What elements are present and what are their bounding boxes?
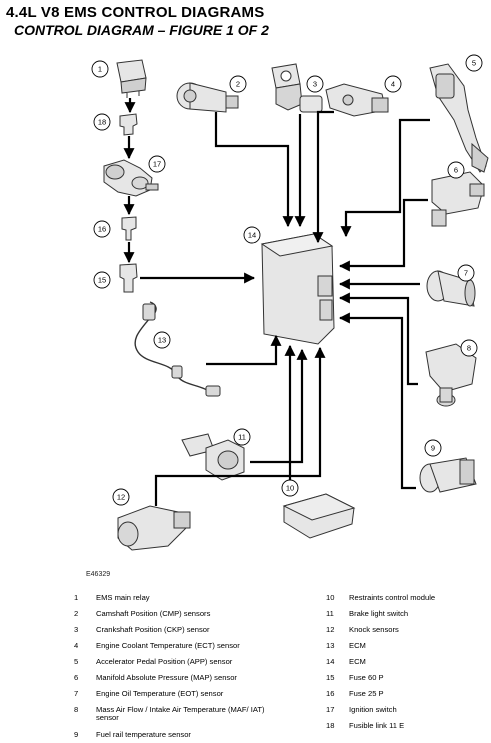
callout-16: 16 xyxy=(98,225,106,234)
callout-10: 10 xyxy=(286,484,294,493)
page-title: 4.4L V8 EMS CONTROL DIAGRAMS xyxy=(6,4,265,21)
fuse-60-drawing xyxy=(119,263,138,293)
cmp-sensor-drawing xyxy=(176,82,239,113)
callout-8: 8 xyxy=(467,344,471,353)
callout-3: 3 xyxy=(313,80,317,89)
knock-sensor-drawing xyxy=(117,505,191,551)
map-sensor-drawing xyxy=(431,171,485,227)
ems-main-relay-drawing xyxy=(116,59,147,98)
callout-2: 2 xyxy=(236,80,240,89)
callout-6: 6 xyxy=(454,166,458,175)
callout-9: 9 xyxy=(431,444,435,453)
callout-4: 4 xyxy=(391,80,395,89)
brake-switch-drawing xyxy=(181,433,245,481)
fusible-link-drawing xyxy=(119,113,138,136)
figure-code: E46329 xyxy=(86,571,111,578)
callout-14: 14 xyxy=(248,231,256,240)
callout-17: 17 xyxy=(153,160,161,169)
callout-15: 15 xyxy=(98,276,106,285)
app-sensor-drawing xyxy=(429,63,489,173)
ignition-switch-drawing xyxy=(103,159,159,197)
callout-12: 12 xyxy=(117,493,125,502)
callout-1: 1 xyxy=(98,65,102,74)
callout-11: 11 xyxy=(238,433,246,442)
fuse-25-drawing xyxy=(121,216,137,241)
callout-18: 18 xyxy=(98,118,106,127)
fuel-rail-sensor-drawing xyxy=(419,457,477,493)
page-subtitle: CONTROL DIAGRAM – FIGURE 1 OF 2 xyxy=(14,22,269,38)
maf-sensor-drawing xyxy=(425,343,477,407)
callout-7: 7 xyxy=(464,269,468,278)
ecm-drawing xyxy=(260,233,335,345)
rcm-drawing xyxy=(282,493,356,539)
ckp-sensor-drawing xyxy=(271,63,323,113)
ect-sensor-drawing xyxy=(325,83,389,117)
callout-5: 5 xyxy=(472,59,476,68)
callout-13: 13 xyxy=(158,336,166,345)
